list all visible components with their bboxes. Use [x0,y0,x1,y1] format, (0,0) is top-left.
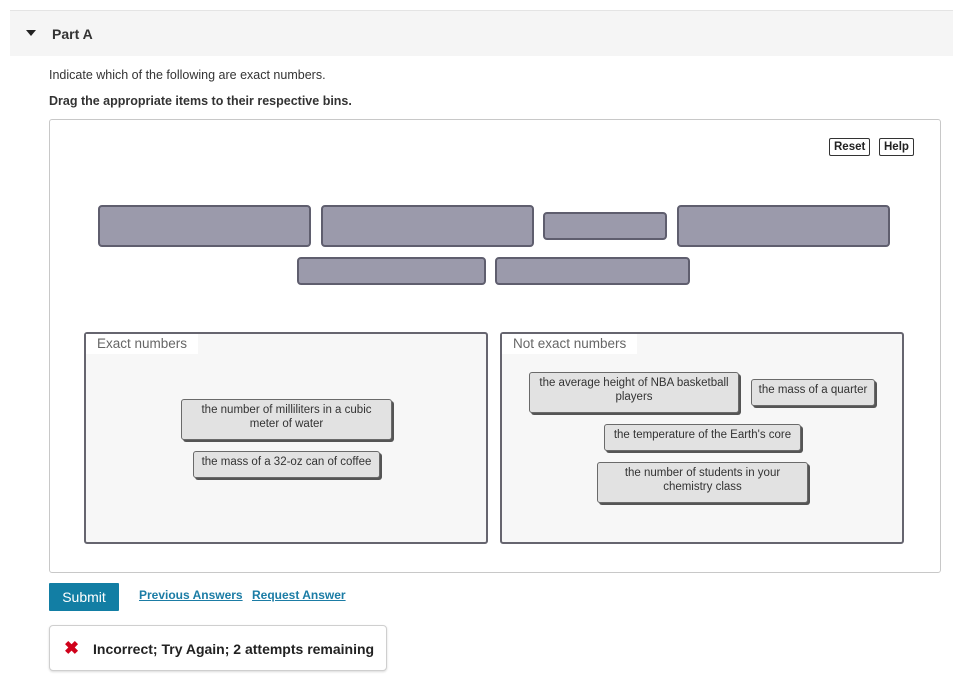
drag-drop-workspace: Reset Help Exact numbers the number of m… [49,119,941,573]
part-header[interactable]: Part A [10,11,953,56]
reset-button[interactable]: Reset [829,138,871,156]
submit-button[interactable]: Submit [49,583,119,611]
top-divider [10,10,953,11]
question-prompt: Indicate which of the following are exac… [49,68,326,82]
bin-label: Not exact numbers [502,334,638,354]
part-title: Part A [52,26,93,42]
empty-item-slot[interactable] [321,205,534,247]
empty-item-slot[interactable] [677,205,890,247]
previous-answers-link[interactable]: Previous Answers [139,588,243,602]
feedback-box: ✖ Incorrect; Try Again; 2 attempts remai… [49,625,387,671]
drag-item[interactable]: the mass of a 32-oz can of coffee [193,451,380,478]
drag-item[interactable]: the average height of NBA basketball pla… [529,372,739,413]
empty-item-slot[interactable] [495,257,690,285]
error-x-icon: ✖ [64,638,80,658]
empty-item-slot[interactable] [98,205,311,247]
drag-item[interactable]: the temperature of the Earth's core [604,424,801,451]
drag-item[interactable]: the mass of a quarter [751,379,875,406]
caret-down-icon[interactable] [26,30,36,36]
bin-exact-numbers[interactable]: Exact numbers the number of milliliters … [84,332,488,544]
feedback-text: Incorrect; Try Again; 2 attempts remaini… [93,641,375,657]
empty-item-slot[interactable] [543,212,667,240]
help-button[interactable]: Help [879,138,914,156]
drag-instruction: Drag the appropriate items to their resp… [49,94,352,108]
drag-item[interactable]: the number of milliliters in a cubic met… [181,399,392,440]
bin-not-exact-numbers[interactable]: Not exact numbers the average height of … [500,332,904,544]
drag-item[interactable]: the number of students in your chemistry… [597,462,808,503]
request-answer-link[interactable]: Request Answer [252,588,346,602]
bin-label: Exact numbers [86,334,199,354]
empty-item-slot[interactable] [297,257,486,285]
